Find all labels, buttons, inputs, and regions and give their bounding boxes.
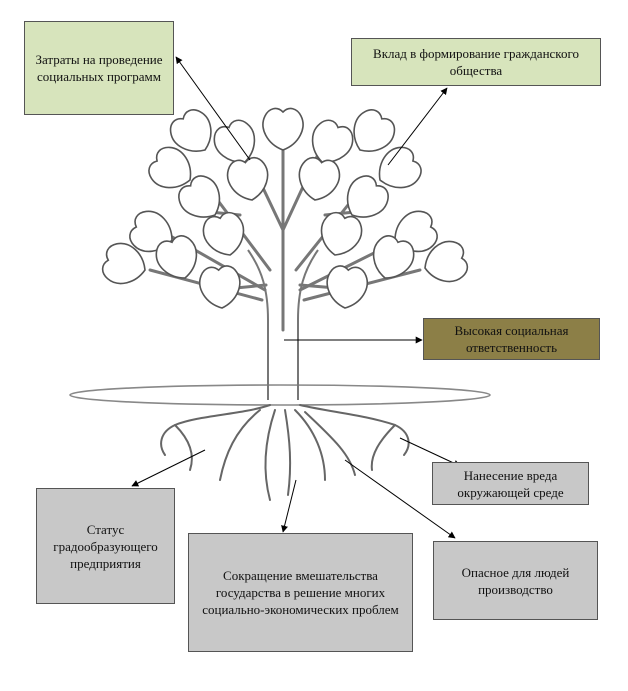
box-responsibility: Высокая социальная ответственность <box>423 318 600 360</box>
box-state: Сокращение вмешательства государства в р… <box>188 533 413 652</box>
box-environment: Нанесение вреда окружающей среде <box>432 462 589 505</box>
tree-roots <box>160 404 410 501</box>
ground-ellipse <box>69 384 491 406</box>
arrow-civil <box>387 87 448 166</box>
arrow-costs <box>175 56 251 161</box>
tree-leaves <box>98 103 472 311</box>
arrows <box>131 56 461 539</box>
box-costs: Затраты на проведение социальных програм… <box>24 21 174 115</box>
box-civil: Вклад в формирование гражданского общест… <box>351 38 601 86</box>
arrow-city-status <box>131 449 206 487</box>
arrow-state <box>281 479 297 533</box>
arrow-environment <box>399 437 461 467</box>
arrow-hazard <box>344 459 456 539</box>
box-hazard: Опасное для людей производство <box>433 541 598 620</box>
box-city-status: Статус градообразующего предприятия <box>36 488 175 604</box>
